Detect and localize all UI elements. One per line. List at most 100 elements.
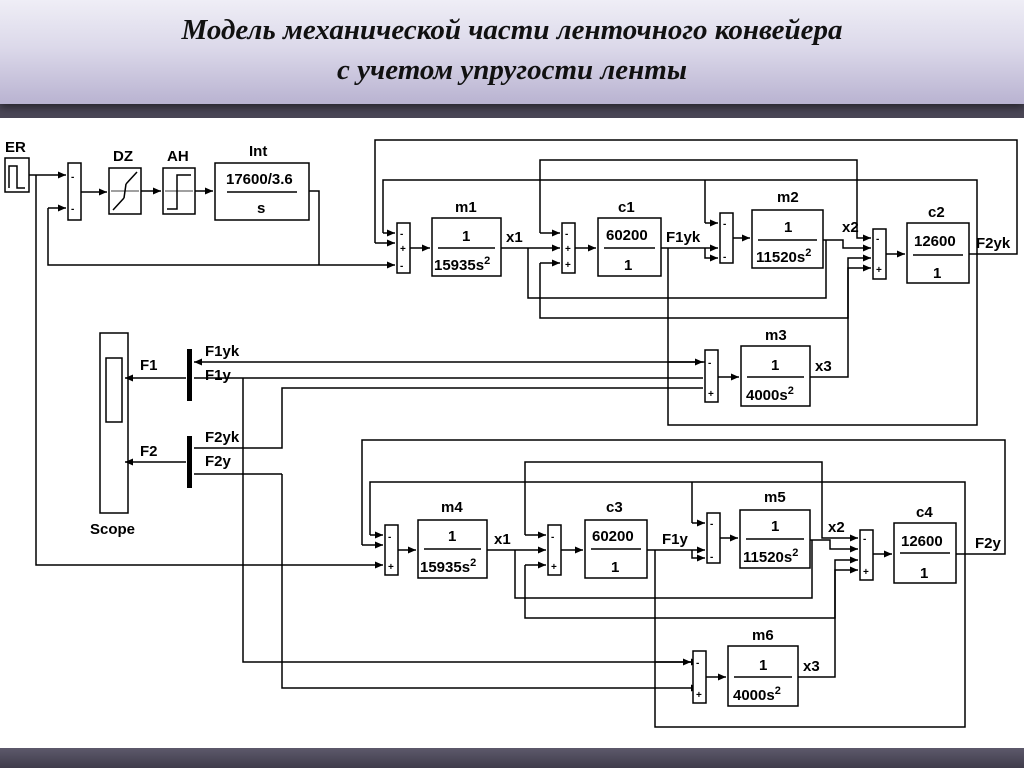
m5-denominator: 11520s2	[743, 547, 798, 566]
m5-numerator: 1	[771, 518, 779, 535]
signal-x3-top: x3	[815, 358, 832, 375]
c3-numerator: 60200	[592, 528, 634, 545]
sign: -	[723, 219, 726, 230]
sign: -	[863, 534, 866, 545]
slide-title-line-2: с учетом упругости ленты	[337, 54, 687, 86]
m4-denominator: 15935s2	[420, 557, 476, 576]
sign: -	[388, 532, 391, 543]
m6-denominator: 4000s2	[733, 685, 781, 704]
m6-den-text: 4000s	[733, 687, 775, 704]
m5-den-text: 11520s	[743, 549, 792, 566]
scope-label: Scope	[90, 521, 135, 538]
sign: +	[388, 562, 394, 573]
signal-x2-bottom: x2	[828, 519, 845, 536]
m6-numerator: 1	[759, 657, 767, 674]
c2-name: c2	[928, 204, 945, 221]
m2-den-exp: 2	[805, 247, 811, 259]
m4-den-text: 15935s	[420, 559, 470, 576]
sign: -	[876, 234, 879, 245]
sign: -	[400, 261, 403, 272]
c3-denominator: 1	[611, 559, 619, 576]
signal-f1yk-top: F1yk	[666, 229, 701, 246]
mux1-input1-label: F1yk	[205, 343, 240, 360]
slide-header: Модель механической части ленточного кон…	[0, 0, 1024, 104]
int-numerator: 17600/3.6	[226, 171, 293, 188]
m2-name: m2	[777, 189, 799, 206]
m3-denominator: 4000s2	[746, 385, 794, 404]
c3-name: c3	[606, 499, 623, 516]
sign: -	[400, 229, 403, 240]
sign: -	[71, 204, 74, 215]
m2-denominator: 11520s2	[756, 247, 811, 266]
m4-numerator: 1	[448, 528, 456, 545]
m1-den-text: 15935s	[434, 257, 484, 274]
sum9-block	[859, 529, 874, 581]
m1-numerator: 1	[462, 228, 470, 245]
signal-x2-top: x2	[842, 219, 859, 236]
m3-block	[740, 345, 811, 407]
sign: -	[696, 658, 699, 669]
m6-block	[727, 645, 799, 707]
c4-numerator: 12600	[901, 533, 943, 550]
m3-den-exp: 2	[788, 385, 794, 397]
scope-block	[99, 332, 129, 514]
m4-block	[417, 519, 488, 579]
signal-x1-bottom: x1	[494, 531, 511, 548]
c3-block	[584, 519, 648, 579]
c2-numerator: 12600	[914, 233, 956, 250]
m4-name: m4	[441, 499, 463, 516]
int-name: Int	[249, 143, 267, 160]
m5-name: m5	[764, 489, 786, 506]
m1-den-exp: 2	[484, 255, 490, 267]
c1-numerator: 60200	[606, 227, 648, 244]
c2-block	[906, 222, 970, 284]
signal-x3-bottom: x3	[803, 658, 820, 675]
sign: -	[71, 172, 74, 183]
sign: +	[696, 690, 702, 701]
sum8-block	[706, 512, 721, 564]
mux1-output-label: F1	[140, 357, 158, 374]
m1-name: m1	[455, 199, 477, 216]
c2-denominator: 1	[933, 265, 941, 282]
sign: +	[400, 244, 406, 255]
c1-denominator: 1	[624, 257, 632, 274]
mux2-input1-label: F2yk	[205, 429, 240, 446]
sign: -	[710, 519, 713, 530]
input-sum-block	[67, 162, 82, 221]
m1-denominator: 15935s2	[434, 255, 490, 274]
m3-name: m3	[765, 327, 787, 344]
m5-block	[739, 509, 811, 569]
sign: +	[708, 389, 714, 400]
er-source-block	[4, 157, 30, 193]
sign: -	[723, 252, 726, 263]
sign: -	[708, 358, 711, 369]
ah-relay-block	[162, 167, 196, 215]
slide-bottom-band	[0, 748, 1024, 768]
c4-block	[893, 522, 957, 584]
sign: -	[710, 552, 713, 563]
sign: +	[863, 567, 869, 578]
sign: -	[551, 532, 554, 543]
signal-f2yk-top: F2yk	[976, 235, 1011, 252]
sign: +	[876, 265, 882, 276]
m2-numerator: 1	[784, 219, 792, 236]
c1-block	[597, 217, 662, 277]
block-diagram: ER DZ AH Int 17600/3.6 s m1 1 15935s2 c1…	[4, 139, 1018, 728]
signal-x1-top: x1	[506, 229, 523, 246]
signal-f2y-bottom: F2y	[975, 535, 1002, 552]
c1-name: c1	[618, 199, 635, 216]
c4-denominator: 1	[920, 565, 928, 582]
sign: +	[565, 260, 571, 271]
m3-den-text: 4000s	[746, 387, 788, 404]
int-denominator: s	[257, 200, 265, 217]
sum5-block	[704, 349, 719, 403]
sum3-block	[719, 212, 734, 264]
mux2-output-label: F2	[140, 443, 158, 460]
dz-dead-zone-block	[108, 167, 142, 215]
c4-name: c4	[916, 504, 933, 521]
block-diagram-canvas: ER DZ AH Int 17600/3.6 s m1 1 15935s2 c1…	[0, 118, 1024, 748]
mux1-block	[187, 349, 192, 401]
er-label: ER	[5, 139, 26, 156]
dz-label: DZ	[113, 148, 133, 165]
m4-den-exp: 2	[470, 557, 476, 569]
